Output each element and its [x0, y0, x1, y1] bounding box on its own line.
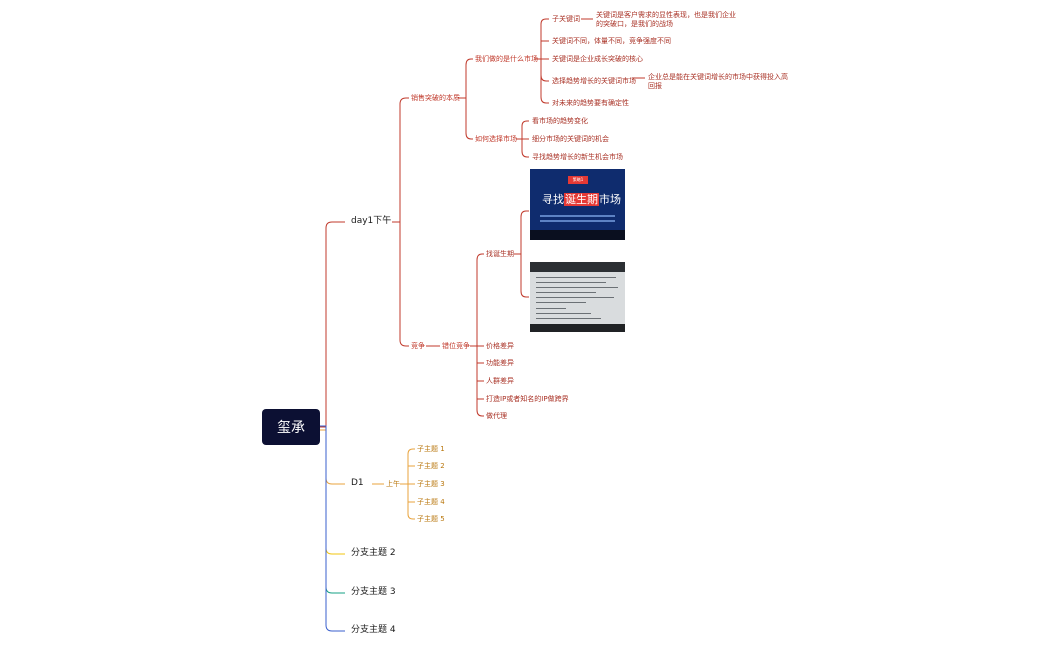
slide-banner: 策略1: [568, 176, 588, 184]
connector: [399, 97, 409, 222]
topic-keyword-core[interactable]: 关键词是企业成长突破的核心: [552, 55, 643, 63]
connector: [520, 254, 529, 298]
connector: [520, 210, 529, 254]
subtopic-5[interactable]: 子主题 5: [417, 515, 445, 523]
topic-niche-keyword[interactable]: 细分市场的关键词的机会: [532, 135, 609, 143]
connector: [325, 484, 345, 555]
slide-text-line: [536, 313, 591, 314]
audience-silhouette: [530, 324, 625, 332]
connector: [320, 425, 345, 632]
slide-photo-birth-market[interactable]: 策略1 寻找诞生期市场: [530, 169, 625, 240]
connector: [325, 554, 345, 594]
branch-d1[interactable]: D1: [351, 478, 364, 488]
subtopic-2[interactable]: 子主题 2: [417, 462, 445, 470]
slide-text-line: [536, 282, 606, 283]
topic-audience-diff[interactable]: 人群差异: [486, 377, 514, 385]
connector: [320, 221, 345, 428]
topic-offset-compete[interactable]: 错位竞争: [442, 342, 470, 350]
topic-future-trend[interactable]: 对未来的趋势要有确定性: [552, 99, 629, 107]
slide-text-line: [536, 302, 586, 303]
topic-function-diff[interactable]: 功能差异: [486, 359, 514, 367]
connector: [521, 120, 529, 139]
topic-agency[interactable]: 做代理: [486, 412, 507, 420]
slide-text-line: [536, 318, 601, 319]
root-node[interactable]: 玺承: [262, 409, 320, 445]
connector: [399, 222, 409, 347]
connector: [540, 59, 549, 104]
subtopic-1[interactable]: 子主题 1: [417, 445, 445, 453]
connector: [476, 253, 484, 346]
slide-photo-notes[interactable]: [530, 262, 625, 332]
topic-market-question[interactable]: 我们做的是什么市场: [475, 55, 538, 63]
topic-keyword-trend[interactable]: 选择趋势增长的关键词市场: [552, 77, 636, 85]
slide-title: 寻找诞生期市场: [542, 193, 621, 206]
slide-text-line: [536, 277, 616, 278]
topic-price-diff[interactable]: 价格差异: [486, 342, 514, 350]
branch-topic-4[interactable]: 分支主题 4: [351, 625, 396, 635]
branch-topic-3[interactable]: 分支主题 3: [351, 587, 396, 597]
topic-compete[interactable]: 竞争: [411, 342, 425, 350]
note-keyword-desc[interactable]: 关键词是客户需求的显性表现，也是我们企业的突破口，是我们的战场: [596, 11, 736, 28]
topic-sub-keyword[interactable]: 子关键词: [552, 15, 580, 23]
subtopic-3[interactable]: 子主题 3: [417, 480, 445, 488]
connector: [465, 58, 473, 98]
topic-new-market[interactable]: 寻找趋势增长的新生机会市场: [532, 153, 623, 161]
screen-bezel: [530, 262, 625, 272]
connector: [407, 484, 415, 520]
connector: [320, 429, 345, 485]
note-keyword-trend-desc[interactable]: 企业总是能在关键词增长的市场中获得投入高回报: [648, 73, 788, 90]
topic-morning[interactable]: 上午: [386, 480, 400, 488]
slide-text-line: [536, 308, 566, 309]
connector: [407, 448, 415, 484]
slide-text-line: [536, 287, 618, 288]
slide-text-line: [540, 215, 615, 217]
connector: [540, 18, 549, 59]
slide-text-line: [536, 297, 614, 298]
audience-silhouette: [530, 230, 625, 240]
topic-keyword-volume[interactable]: 关键词不同，体量不同，竞争强度不同: [552, 37, 671, 45]
subtopic-4[interactable]: 子主题 4: [417, 498, 445, 506]
slide-text-line: [536, 292, 596, 293]
topic-market-trend[interactable]: 看市场的趋势变化: [532, 117, 588, 125]
topic-sales-essence[interactable]: 销售突破的本质: [411, 94, 460, 102]
slide-text-line: [540, 220, 615, 222]
root-label: 玺承: [277, 420, 305, 436]
branch-day1-afternoon[interactable]: day1下午: [351, 216, 392, 226]
connector: [476, 346, 484, 417]
connector: [521, 139, 529, 158]
connector: [540, 59, 549, 82]
topic-ip-crossover[interactable]: 打造IP或者知名的IP做跨界: [486, 395, 569, 403]
topic-find-birth[interactable]: 找诞生期: [486, 250, 514, 258]
topic-choose-market[interactable]: 如何选择市场: [475, 135, 517, 143]
connector: [465, 98, 473, 140]
branch-topic-2[interactable]: 分支主题 2: [351, 548, 396, 558]
